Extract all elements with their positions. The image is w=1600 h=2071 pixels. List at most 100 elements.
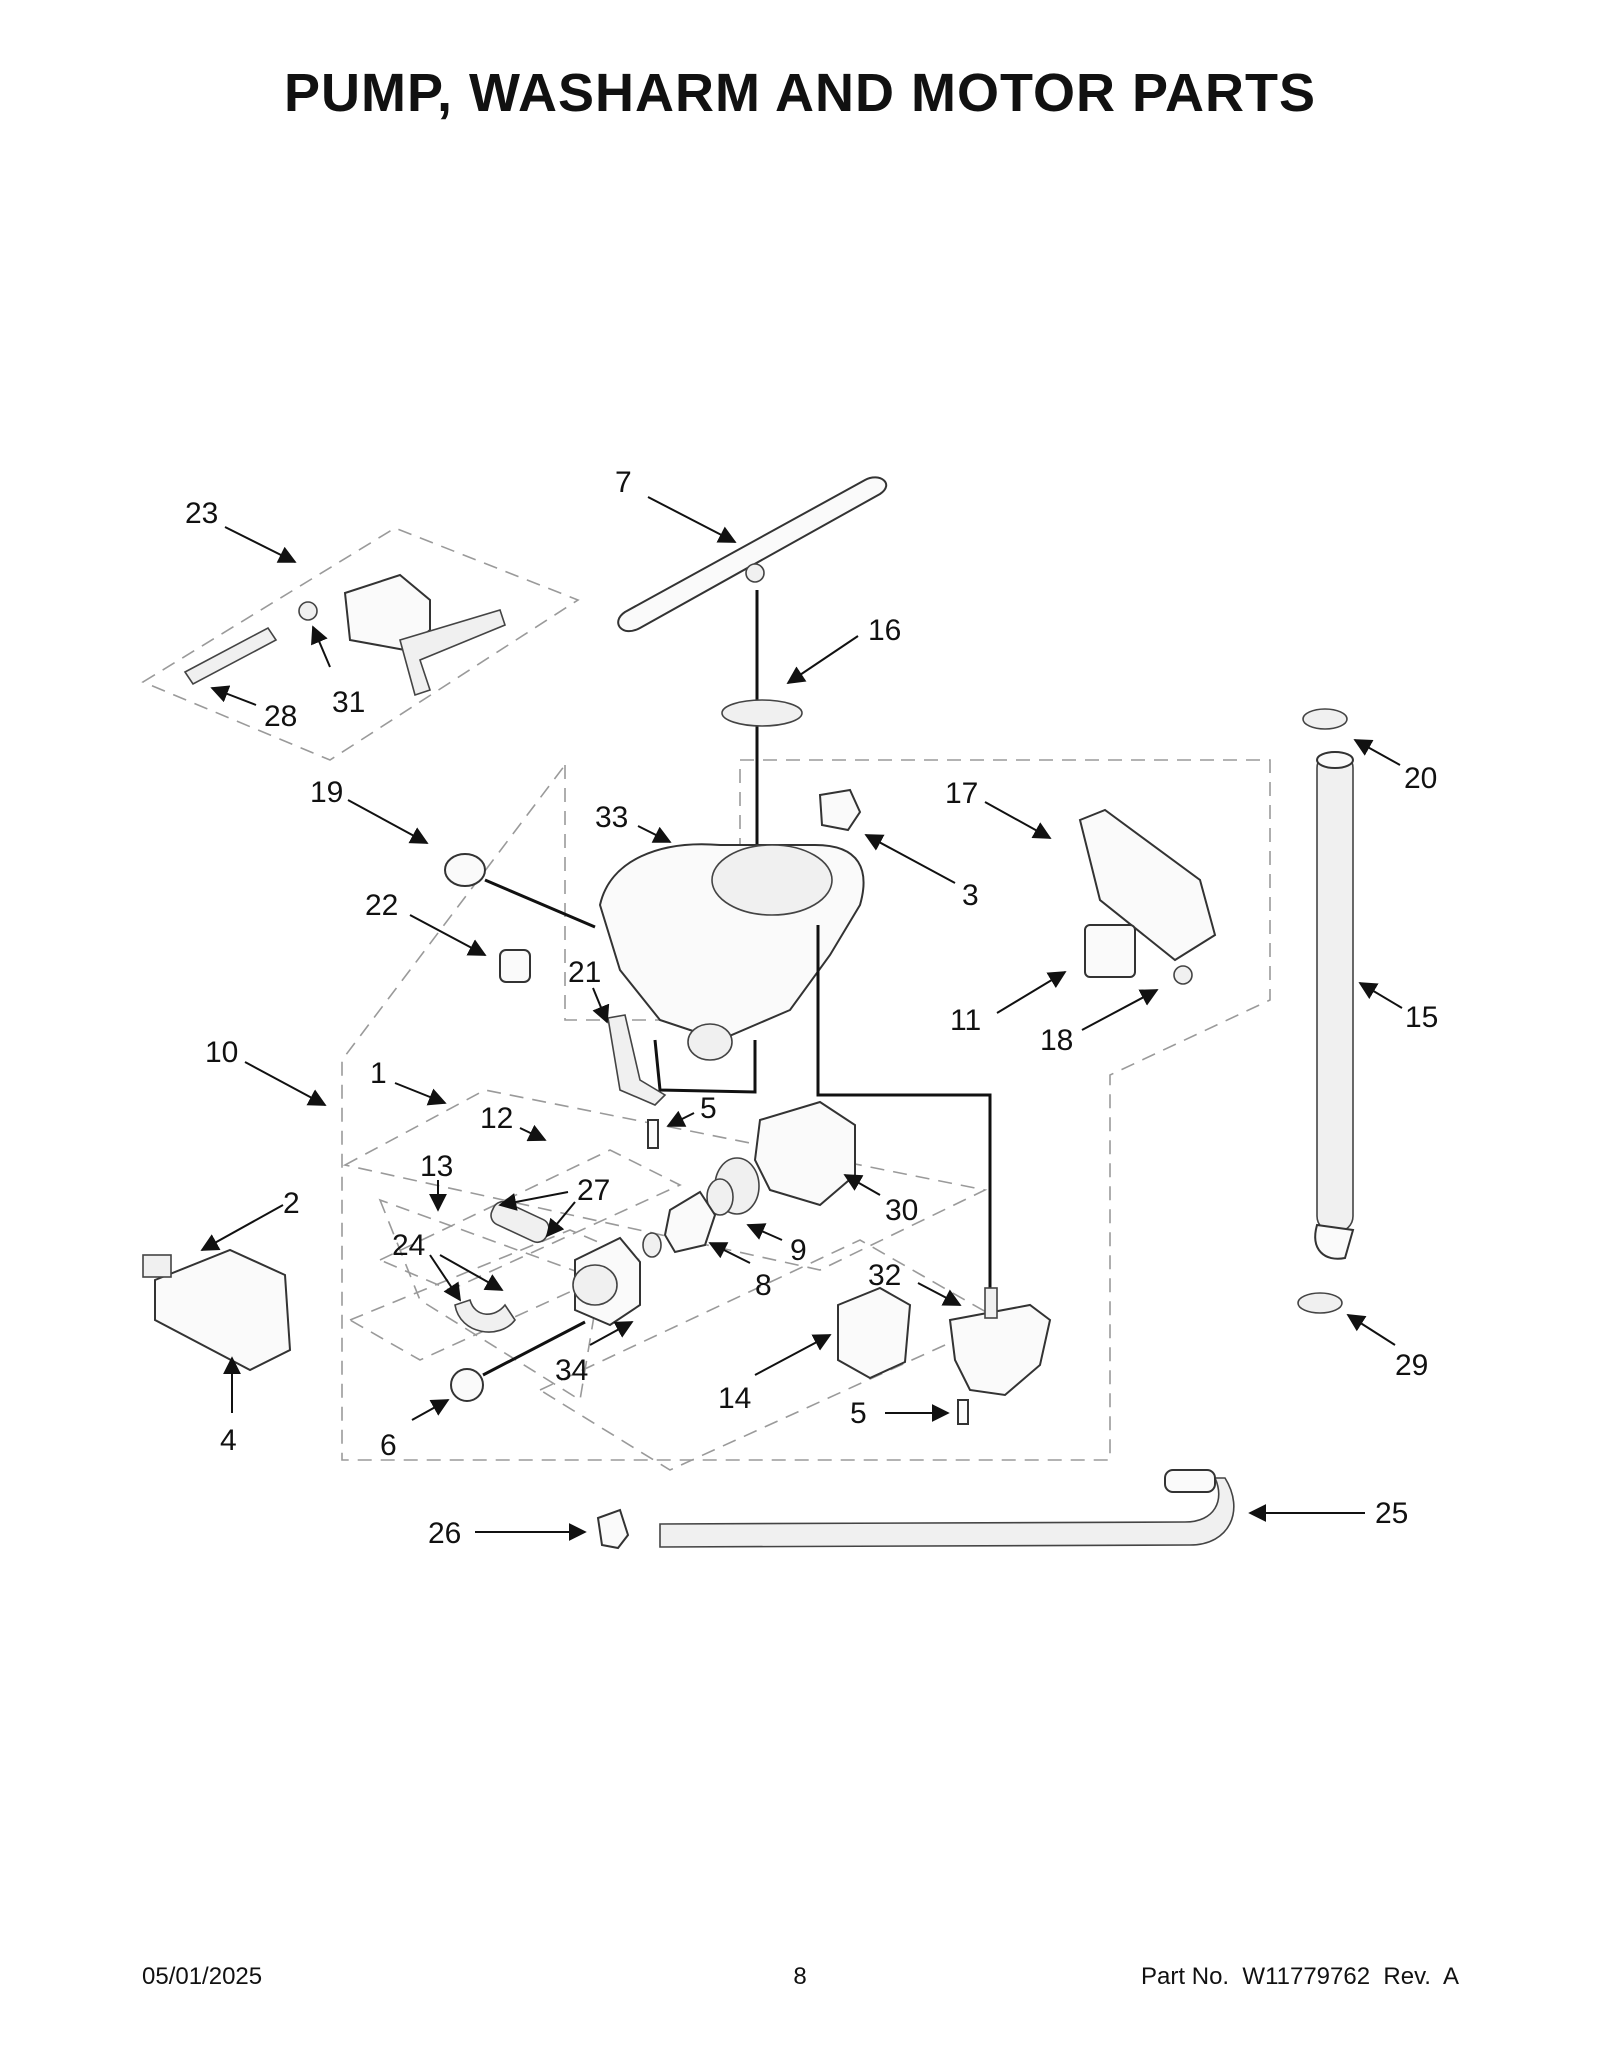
callout-30: 30 bbox=[885, 1194, 918, 1227]
inlet-valve-group-outline bbox=[141, 527, 580, 761]
leader-17 bbox=[984, 801, 1052, 839]
o-ring-part bbox=[642, 1232, 662, 1258]
callout-19: 19 bbox=[310, 776, 343, 809]
leader-19 bbox=[347, 799, 429, 844]
leader-27b bbox=[545, 1201, 576, 1238]
callout-3: 3 bbox=[962, 879, 979, 912]
leader-18 bbox=[1081, 989, 1159, 1031]
callout-12: 12 bbox=[480, 1102, 513, 1135]
inlet-valve-part bbox=[343, 573, 431, 652]
leader-11 bbox=[996, 971, 1067, 1014]
part-3 bbox=[818, 788, 862, 832]
callout-22: 22 bbox=[365, 889, 398, 922]
pump-group-outline bbox=[342, 1089, 988, 1271]
leader-16 bbox=[786, 635, 859, 685]
leader-24a bbox=[429, 1254, 461, 1302]
callout-32: 32 bbox=[868, 1259, 901, 1292]
callout-17: 17 bbox=[945, 777, 978, 810]
cover-17-part bbox=[1078, 808, 1217, 962]
sensor-19-part bbox=[444, 853, 486, 887]
leader-27a bbox=[498, 1191, 569, 1211]
callout-1: 1 bbox=[370, 1057, 387, 1090]
callout-31: 31 bbox=[332, 686, 365, 719]
sensor-wire-line bbox=[484, 878, 596, 929]
pump-32-part bbox=[948, 1303, 1052, 1397]
callout-9: 9 bbox=[790, 1234, 807, 1267]
leader-20 bbox=[1353, 739, 1401, 766]
drain-hose-15-part bbox=[1316, 751, 1354, 1233]
callout-10: 10 bbox=[205, 1036, 238, 1069]
bracket-21-part bbox=[607, 1014, 667, 1106]
drain-hose-25-cuff-part bbox=[1164, 1469, 1216, 1493]
part-drawings bbox=[142, 476, 1355, 1550]
callout-26: 26 bbox=[428, 1517, 461, 1550]
callout-24: 24 bbox=[392, 1229, 425, 1262]
part-26 bbox=[596, 1508, 630, 1550]
clamp-29-part bbox=[1297, 1292, 1343, 1314]
pump-tube-line bbox=[482, 1320, 586, 1377]
leader-34 bbox=[589, 1321, 634, 1346]
callout-29: 29 bbox=[1395, 1349, 1428, 1382]
leader-30 bbox=[843, 1174, 881, 1196]
screw-5b-part bbox=[957, 1399, 969, 1425]
callout-18: 18 bbox=[1040, 1024, 1073, 1057]
footer-part-number: Part No. W11779762 Rev. A bbox=[1141, 1963, 1459, 1990]
sump-outlet-part bbox=[687, 1023, 733, 1061]
callout-6: 6 bbox=[380, 1429, 397, 1462]
pump-housing-port-part bbox=[572, 1264, 618, 1306]
clamp-31-part bbox=[298, 601, 318, 621]
clamp-20-part bbox=[1302, 708, 1348, 730]
drain-hose-elbow-part bbox=[1314, 1223, 1355, 1260]
bracket-2-part bbox=[142, 1254, 172, 1278]
leader-5a bbox=[666, 1110, 695, 1127]
footer-page-number: 8 bbox=[793, 1963, 807, 1990]
callout-15: 15 bbox=[1405, 1001, 1438, 1034]
bellows-27-part bbox=[490, 1200, 550, 1244]
callout-33: 33 bbox=[595, 801, 628, 834]
hose-group-outline bbox=[378, 1198, 601, 1402]
leader-9 bbox=[746, 1223, 783, 1241]
callout-28: 28 bbox=[264, 700, 297, 733]
leader-6 bbox=[411, 1399, 450, 1421]
leader-29 bbox=[1346, 1314, 1396, 1346]
leader-3 bbox=[864, 834, 956, 884]
inlet-bracket-part bbox=[399, 609, 506, 697]
ring-9b-part bbox=[706, 1178, 734, 1216]
callout-23: 23 bbox=[185, 497, 218, 530]
callout-7: 7 bbox=[615, 466, 632, 499]
leader-2 bbox=[200, 1204, 284, 1251]
callout-4: 4 bbox=[220, 1424, 237, 1457]
sump-filter-ring-part bbox=[711, 844, 833, 916]
leader-28 bbox=[210, 685, 257, 706]
callout-16: 16 bbox=[868, 614, 901, 647]
callout-2: 2 bbox=[283, 1187, 300, 1220]
inlet-hose-part bbox=[183, 626, 278, 686]
callout-14: 14 bbox=[718, 1382, 751, 1415]
washarm-part bbox=[617, 476, 888, 633]
leader-15 bbox=[1358, 982, 1403, 1009]
callout-25: 25 bbox=[1375, 1497, 1408, 1530]
motor-wire-line bbox=[816, 925, 992, 1290]
leader-7 bbox=[647, 496, 737, 543]
page-title: PUMP, WASHARM AND MOTOR PARTS bbox=[283, 63, 1317, 123]
tube-group-outline bbox=[378, 1149, 682, 1291]
leader-31 bbox=[311, 625, 331, 668]
elbow-24-part bbox=[454, 1298, 516, 1333]
callout-8: 8 bbox=[755, 1269, 772, 1302]
leader-12 bbox=[519, 1124, 547, 1142]
filter-group-outline bbox=[348, 1229, 642, 1361]
callout-34: 34 bbox=[555, 1354, 588, 1387]
callout-20: 20 bbox=[1404, 762, 1437, 795]
leader-21 bbox=[592, 987, 610, 1024]
part-22 bbox=[499, 949, 531, 983]
part-18 bbox=[1173, 965, 1193, 985]
washarm-hub-part bbox=[745, 563, 765, 583]
leader-24b bbox=[439, 1254, 504, 1291]
callout-5a: 5 bbox=[700, 1092, 717, 1125]
leader-33 bbox=[637, 825, 672, 843]
leader-23 bbox=[224, 526, 297, 563]
screw-5a-part bbox=[647, 1119, 659, 1149]
leader-8 bbox=[708, 1242, 751, 1264]
leader-1 bbox=[394, 1082, 447, 1106]
